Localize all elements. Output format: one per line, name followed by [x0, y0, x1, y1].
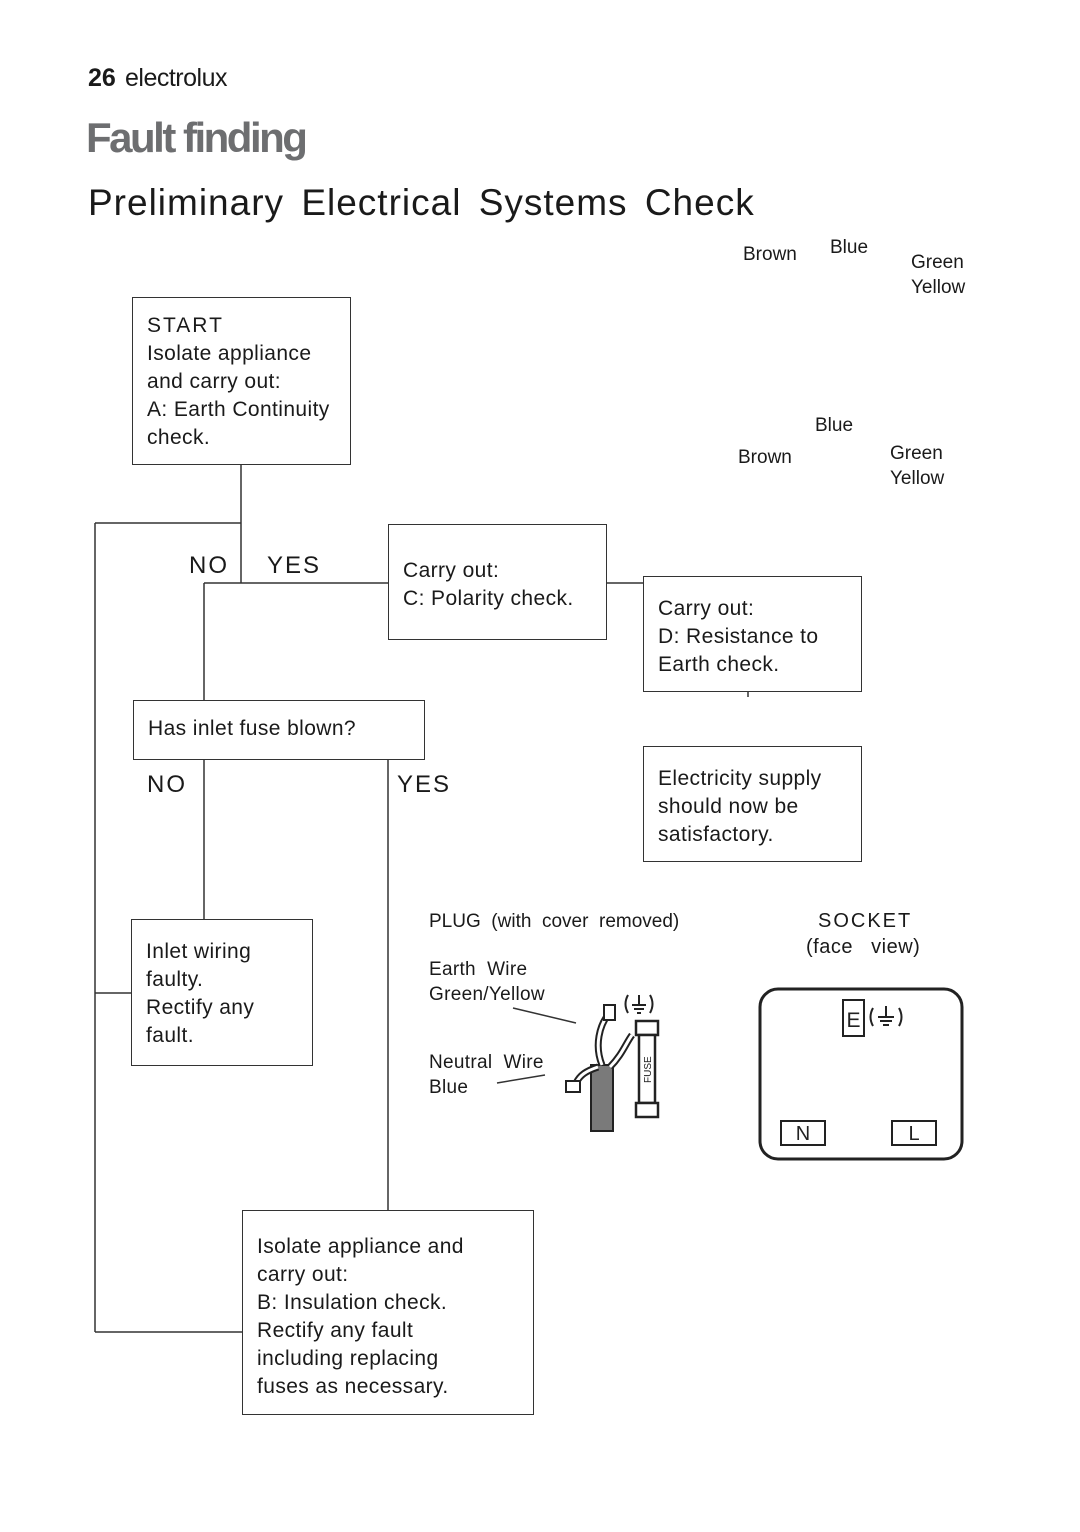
- page-number: 26: [88, 64, 116, 92]
- start-line-3: and carry out:: [147, 370, 281, 393]
- start-label: START: [147, 314, 224, 337]
- plug-cable: [590, 1064, 614, 1132]
- socket-faceplate: [758, 987, 964, 1161]
- neutral-wire-color: Blue: [429, 1077, 469, 1098]
- wire-label-yellow-top: Yellow: [911, 277, 966, 298]
- insulation-line-3: Insulation check.: [277, 1291, 448, 1314]
- fuse-question-box: Has inlet fuse blown?: [133, 700, 425, 760]
- polarity-line-2: Polarity check.: [424, 587, 574, 610]
- live-pin-slot: [891, 1120, 937, 1146]
- fuse-label: FUSE: [643, 1056, 654, 1083]
- start-line-5: check.: [147, 426, 211, 449]
- socket-title: SOCKET: [818, 910, 913, 932]
- resistance-box: Carry out: D: Resistance to Earth check.: [643, 576, 862, 692]
- wire-label-blue-top: Blue: [830, 237, 869, 258]
- yes-label-1: YES: [267, 552, 322, 579]
- inlet-line-1: Inlet wiring: [146, 940, 252, 963]
- neutral-pin-slot: [780, 1120, 826, 1146]
- check-key-c: C:: [403, 587, 425, 610]
- earth-symbol-icon: [624, 994, 654, 1014]
- insulation-line-5: including replacing: [257, 1347, 439, 1370]
- yes-label-2: YES: [397, 771, 452, 798]
- wire-label-green-top: Green: [911, 252, 964, 273]
- start-line-4: Earth Continuity: [167, 398, 330, 421]
- resistance-line-1: Carry out:: [658, 597, 755, 620]
- earth-wire-color: Green/Yellow: [429, 984, 545, 1005]
- check-key-a: A:: [147, 398, 168, 421]
- insulation-box: Isolate appliance and carry out: B: Insu…: [242, 1210, 534, 1415]
- insulation-line-6: fuses as necessary.: [257, 1375, 449, 1398]
- inlet-wiring-box: Inlet wiring faulty. Rectify any fault.: [131, 919, 313, 1066]
- supply-line-3: satisfactory.: [658, 823, 774, 846]
- insulation-line-1: Isolate appliance and: [257, 1235, 464, 1258]
- page-title: Fault finding: [86, 114, 308, 161]
- supply-line-2: should now be: [658, 795, 799, 818]
- wire-label-yellow-mid: Yellow: [890, 468, 945, 489]
- wire-label-brown-mid: Brown: [738, 447, 792, 468]
- resistance-line-2: Resistance to: [679, 625, 819, 648]
- socket-subtitle: (face view): [806, 936, 921, 958]
- live-pin-label: L: [908, 1123, 919, 1145]
- earth-pin-label: E: [846, 1009, 860, 1032]
- neutral-pin-label: N: [796, 1123, 810, 1145]
- section-subtitle: Preliminary Electrical Systems Check: [88, 182, 755, 223]
- insulation-line-4: Rectify any fault: [257, 1319, 414, 1342]
- wire-label-brown-top: Brown: [743, 244, 797, 265]
- fuse-bottom-terminal: [634, 1101, 660, 1119]
- insulation-line-2: carry out:: [257, 1263, 349, 1286]
- inlet-line-2: faulty.: [146, 968, 204, 991]
- polarity-line-1: Carry out:: [403, 559, 500, 582]
- earth-wire-label: Earth Wire: [429, 959, 528, 980]
- inlet-line-3: Rectify any: [146, 996, 255, 1019]
- plug-title: PLUG (with cover removed): [429, 911, 680, 932]
- inlet-line-4: fault.: [146, 1024, 194, 1047]
- start-line-2: Isolate appliance: [147, 342, 312, 365]
- check-key-b: B:: [257, 1291, 278, 1314]
- earth-symbol-icon: [869, 1006, 903, 1027]
- start-box: START Isolate appliance and carry out: A…: [132, 297, 351, 465]
- no-label-1: NO: [189, 552, 229, 579]
- wire-label-green-mid: Green: [890, 443, 943, 464]
- neutral-wire-label: Neutral Wire: [429, 1052, 544, 1073]
- polarity-box: Carry out: C: Polarity check.: [388, 524, 607, 640]
- no-label-2: NO: [147, 771, 187, 798]
- fuse-top-terminal: [634, 1019, 660, 1037]
- supply-box: Electricity supply should now be satisfa…: [643, 746, 862, 862]
- resistance-line-3: Earth check.: [658, 653, 780, 676]
- fuse-question: Has inlet fuse blown?: [148, 717, 357, 740]
- wire-label-blue-mid: Blue: [815, 415, 854, 436]
- supply-line-1: Electricity supply: [658, 767, 822, 790]
- check-key-d: D:: [658, 625, 680, 648]
- socket-diagram: E N L: [758, 987, 964, 1161]
- earth-pin-slot: [842, 999, 865, 1037]
- brand-name: electrolux: [125, 64, 228, 92]
- plug-diagram: FUSE: [565, 994, 660, 1132]
